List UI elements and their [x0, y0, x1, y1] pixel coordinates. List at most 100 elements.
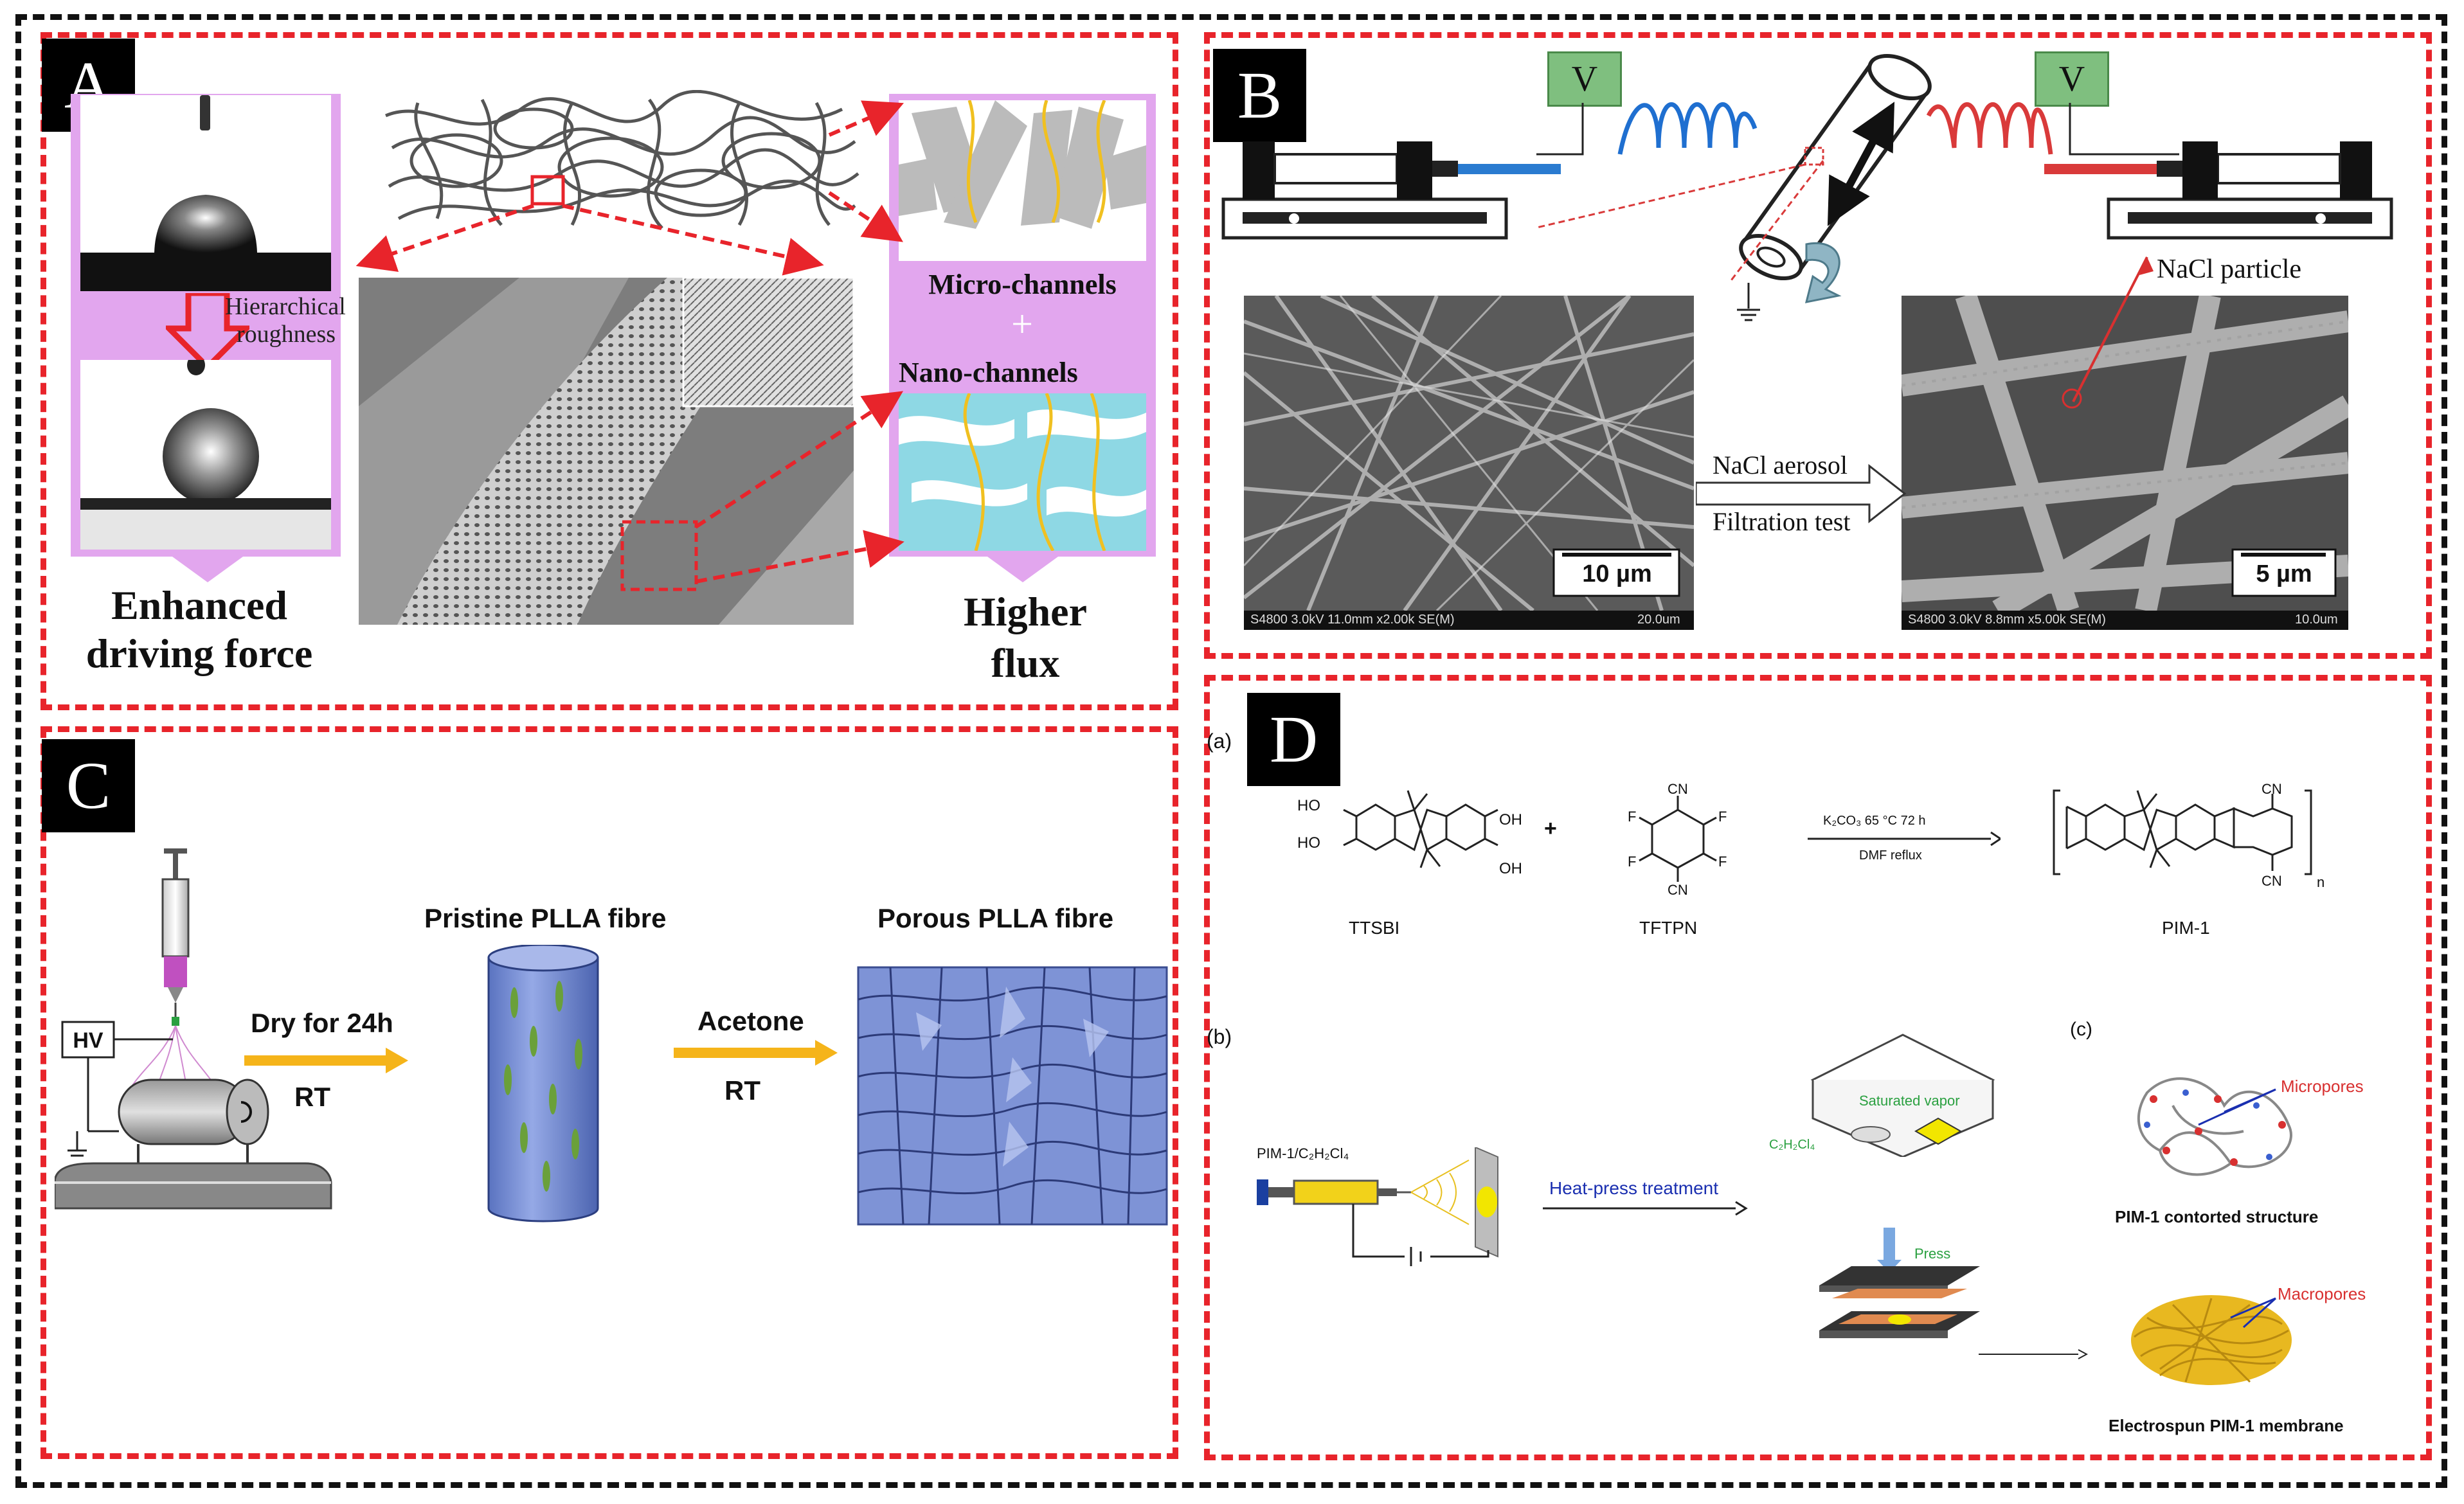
filtration-arrow	[1696, 463, 1907, 524]
micro-channels-drawing	[899, 100, 1146, 229]
ho-label-2: HO	[1297, 834, 1320, 852]
reaction-plus: +	[1544, 816, 1557, 841]
right-syringe-pump	[2044, 141, 2393, 240]
sem-image-before-drawing	[1244, 296, 1694, 630]
micro-channels-label: Micro-channels	[928, 269, 1117, 300]
pim1-solution-label: PIM-1/C₂H₂Cl₄	[1257, 1145, 1349, 1161]
panel-b-frame	[1204, 32, 2432, 659]
oh-label-1: OH	[1499, 811, 1522, 828]
voltage-label-left: V	[1571, 59, 1598, 99]
pristine-fibre-label: Pristine PLLA fibre	[424, 903, 667, 933]
oh-label-2: OH	[1499, 860, 1522, 877]
outer-frame	[15, 14, 2447, 1488]
reaction-conditions: K₂CO₃ 65 °C 72 h	[1823, 814, 1926, 828]
contact-angle-photo-bottom	[80, 360, 331, 550]
heat-press-label: Heat-press treatment	[1549, 1178, 1718, 1198]
f-label-1: F	[1628, 809, 1637, 825]
ho-label-1: HO	[1297, 797, 1320, 814]
electrospinning-apparatus-drawing	[55, 848, 332, 1210]
subpanel-c-label: (c)	[2070, 1019, 2092, 1040]
pim1-contorted-structure-drawing	[2137, 1077, 2292, 1176]
pim1-label: PIM-1	[2162, 918, 2210, 938]
roughness-label: roughness	[237, 321, 336, 348]
panel-c-letter: C	[42, 739, 135, 832]
press-drawing	[1819, 1228, 1980, 1338]
pim1-cn-bottom: CN	[2262, 873, 2282, 889]
sem-footer-left-a: S4800 3.0kV 11.0mm x2.00k SE(M)	[1250, 613, 1455, 627]
plus-sign: +	[1011, 303, 1033, 345]
sem-image-after: 5 µm S4800 3.0kV 8.8mm x5.00k SE(M) 10.0…	[1902, 296, 2348, 630]
micropores-label: Micropores	[2281, 1077, 2364, 1096]
press-label: Press	[1914, 1246, 1951, 1262]
sem-image-after-drawing	[1902, 296, 2348, 630]
pim1-structure	[2053, 789, 2312, 875]
nacl-particle-label: NaCl particle	[2157, 255, 2302, 284]
driving-force-label: driving force	[85, 631, 313, 676]
acetone-label: Acetone	[697, 1006, 804, 1036]
hierarchical-label: Hierarchical	[225, 293, 346, 320]
panel-d-frame	[1204, 675, 2432, 1460]
sem-footer-right-a: S4800 3.0kV 8.8mm x5.00k SE(M)	[1908, 613, 2106, 627]
filtration-test-label: Filtration test	[1710, 506, 1853, 537]
rt-label-2: RT	[724, 1075, 760, 1106]
column-arrow-tip	[172, 557, 243, 582]
c2h2cl4-label: C₂H₂Cl₄	[1769, 1138, 1815, 1152]
nano-channels-label: Nano-channels	[899, 357, 1078, 388]
porous-fibre-sem	[359, 278, 854, 625]
pristine-fibre-drawing	[487, 945, 599, 1222]
higher-label: Higher	[964, 589, 1087, 634]
panel-b-letter: B	[1213, 49, 1306, 142]
fibre-mat-drawing	[385, 90, 859, 229]
droplet-top-drawing	[80, 95, 331, 291]
acetone-arrow	[674, 1040, 838, 1066]
saturated-vapor-chamber	[1810, 1034, 1995, 1157]
scale-bar-label-right: 5 µm	[2256, 560, 2312, 587]
nano-channels-schematic	[899, 393, 1146, 551]
contorted-structure-label: PIM-1 contorted structure	[2115, 1207, 2319, 1226]
pim1-cn-top: CN	[2262, 781, 2282, 797]
nacl-aerosol-label: NaCl aerosol	[1710, 450, 1850, 480]
scale-bar-label-left: 10 µm	[1582, 560, 1652, 587]
f-label-3: F	[1718, 809, 1727, 825]
reaction-arrow	[1808, 831, 2001, 846]
nacl-pointer-arrow	[2072, 256, 2154, 402]
droplet-bottom-drawing	[80, 360, 331, 550]
porous-fibre-drawing	[857, 966, 1168, 1226]
contact-angle-photo-top	[80, 95, 331, 291]
subpanel-b-label: (b)	[1207, 1025, 1232, 1048]
dry-label: Dry for 24h	[251, 1008, 393, 1038]
ttsbi-label: TTSBI	[1349, 918, 1400, 938]
dry-arrow	[244, 1048, 408, 1073]
cn-label-top: CN	[1668, 781, 1688, 797]
nano-channels-drawing	[899, 393, 1146, 551]
subpanel-a-label: (a)	[1207, 730, 1232, 753]
reaction-solvent: DMF reflux	[1859, 848, 1922, 863]
saturated-vapor-label: Saturated vapor	[1859, 1093, 1960, 1109]
ttsbi-structure	[1343, 790, 1498, 868]
enhanced-label: Enhanced	[111, 582, 287, 628]
rt-label-1: RT	[294, 1082, 330, 1112]
f-label-4: F	[1718, 854, 1727, 870]
panel-a-frame	[40, 32, 1178, 710]
heat-press-arrow	[1543, 1201, 1748, 1216]
flux-label: flux	[991, 640, 1060, 686]
down-arrow-icon	[166, 293, 249, 370]
panel-d-letter: D	[1247, 693, 1340, 786]
pim1-n-label: n	[2317, 874, 2325, 890]
voltage-box-left: V	[1547, 51, 1622, 107]
macropores-label: Macropores	[2278, 1284, 2366, 1303]
voltage-label-right: V	[2058, 59, 2085, 99]
porous-fibre-label: Porous PLLA fibre	[877, 903, 1114, 933]
press-to-membrane-arrow	[1979, 1349, 2088, 1359]
f-label-2: F	[1628, 854, 1637, 870]
panel-c-frame	[40, 726, 1178, 1459]
tftpn-structure	[1639, 796, 1717, 882]
electrospinning-setup-drawing	[1536, 53, 2179, 321]
sem-image-before: 10 µm S4800 3.0kV 11.0mm x2.00k SE(M) 20…	[1244, 296, 1694, 630]
electrospun-membrane-drawing	[2131, 1295, 2292, 1385]
micro-channels-schematic	[899, 100, 1146, 261]
sem-footer-left-b: 20.0um	[1637, 613, 1680, 627]
tftpn-label: TFTPN	[1639, 918, 1698, 938]
membrane-label: Electrospun PIM-1 membrane	[2109, 1416, 2344, 1435]
channels-arrow-tip	[987, 557, 1058, 582]
